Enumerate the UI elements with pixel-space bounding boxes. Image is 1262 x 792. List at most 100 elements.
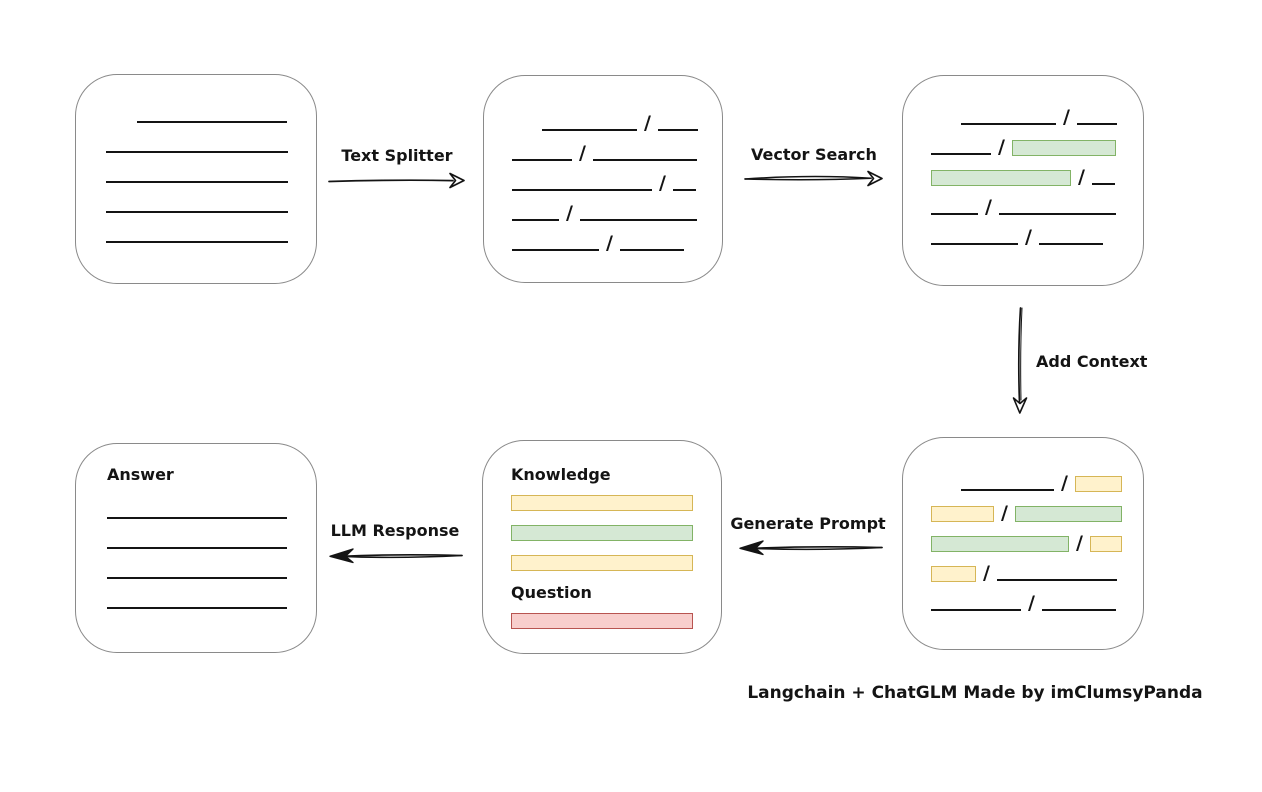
text-line-segment	[996, 579, 1117, 581]
text-line-segment	[106, 151, 288, 153]
text-line-segment	[106, 181, 288, 183]
chunk-separator-slash: /	[1076, 532, 1083, 554]
text-line-segment	[1038, 243, 1103, 245]
text-line-segment	[107, 607, 287, 609]
text-line-segment	[998, 213, 1116, 215]
text-line-segment	[106, 241, 288, 243]
text-line-segment	[512, 189, 652, 191]
knowledge-bars	[511, 493, 721, 571]
chunk-separator-slash: /	[1061, 472, 1068, 494]
text-chunk-row	[511, 553, 721, 571]
chunk-separator-slash: /	[659, 172, 666, 194]
text-line-segment	[512, 159, 572, 161]
llm-response-label: LLM Response	[330, 521, 460, 540]
chunk-separator-slash: /	[1025, 226, 1032, 248]
context-chunk-rows: / / / / /	[931, 472, 1143, 614]
answer-box: Answer	[75, 443, 317, 653]
text-chunk-row: /	[931, 196, 1143, 218]
text-chunk-row	[511, 611, 721, 629]
vector-search-result-box: / / / / /	[902, 75, 1144, 286]
green-highlight-bar	[931, 536, 1069, 552]
green-highlight-bar	[1014, 506, 1122, 522]
text-chunk-row: /	[931, 136, 1143, 158]
answer-label: Answer	[107, 465, 174, 484]
text-line-segment	[579, 219, 697, 221]
text-line-segment	[1076, 123, 1117, 125]
generate-prompt-label: Generate Prompt	[730, 514, 886, 533]
chunk-separator-slash: /	[998, 136, 1005, 158]
text-chunk-row: /	[512, 232, 722, 254]
vector-search-label: Vector Search	[751, 145, 877, 164]
green-highlight-bar	[931, 170, 1071, 186]
text-line-segment	[1091, 183, 1115, 185]
chunk-separator-slash: /	[579, 142, 586, 164]
text-line-segment	[657, 129, 698, 131]
red-highlight-bar	[511, 613, 693, 629]
llm-response-arrow-icon	[329, 548, 463, 564]
text-chunk-row	[511, 493, 721, 511]
text-chunk-row	[107, 502, 316, 520]
chunked-text-box: / / / / /	[483, 75, 723, 283]
prompt-box: Knowledge Question	[482, 440, 722, 654]
answer-lines	[107, 502, 316, 610]
chunk-separator-slash: /	[1063, 106, 1070, 128]
text-chunk-row	[106, 226, 316, 244]
text-line-segment	[542, 129, 637, 131]
question-bar	[511, 611, 721, 629]
context-box: / / / / /	[902, 437, 1144, 650]
yellow-highlight-bar	[931, 566, 976, 582]
text-chunk-row	[106, 166, 316, 184]
chunk-rows: / / / / /	[512, 114, 722, 254]
document-lines	[106, 106, 316, 244]
text-line-segment	[137, 121, 287, 123]
chunk-separator-slash: /	[1078, 166, 1085, 188]
text-line-segment	[961, 123, 1056, 125]
text-chunk-row: /	[512, 114, 722, 133]
chunk-separator-slash: /	[1028, 592, 1035, 614]
text-chunk-row	[107, 592, 316, 610]
text-line-segment	[107, 547, 287, 549]
text-chunk-row: /	[512, 172, 722, 194]
text-chunk-row	[106, 196, 316, 214]
chunk-separator-slash: /	[1001, 502, 1008, 524]
vector-search-arrow-icon	[744, 170, 883, 187]
text-line-segment	[512, 249, 599, 251]
yellow-highlight-bar	[1089, 536, 1122, 552]
document-box	[75, 74, 317, 284]
yellow-highlight-bar	[511, 555, 693, 571]
text-line-segment	[931, 609, 1021, 611]
text-chunk-row: /	[931, 592, 1143, 614]
credit-caption: Langchain + ChatGLM Made by imClumsyPand…	[747, 683, 1203, 703]
knowledge-label: Knowledge	[511, 465, 611, 484]
green-highlight-bar	[1011, 140, 1116, 156]
chunk-separator-slash: /	[566, 202, 573, 224]
generate-prompt-arrow-icon	[739, 540, 883, 556]
text-line-segment	[672, 189, 696, 191]
text-chunk-row: /	[931, 562, 1143, 584]
chunk-separator-slash: /	[985, 196, 992, 218]
text-line-segment	[931, 213, 978, 215]
chunk-separator-slash: /	[983, 562, 990, 584]
text-chunk-row	[106, 136, 316, 154]
text-splitter-arrow-icon	[328, 172, 465, 189]
text-chunk-row	[511, 523, 721, 541]
text-line-segment	[106, 211, 288, 213]
yellow-highlight-bar	[511, 495, 693, 511]
question-label: Question	[511, 583, 592, 602]
text-chunk-row: /	[931, 502, 1143, 524]
text-line-segment	[619, 249, 684, 251]
text-line-segment	[961, 489, 1054, 491]
text-chunk-row	[107, 532, 316, 550]
text-chunk-row: /	[931, 472, 1143, 494]
text-line-segment	[512, 219, 559, 221]
vector-chunk-rows: / / / / /	[931, 106, 1143, 248]
text-chunk-row	[107, 562, 316, 580]
chunk-separator-slash: /	[606, 232, 613, 254]
text-line-segment	[107, 517, 287, 519]
text-chunk-row: /	[931, 532, 1143, 554]
yellow-highlight-bar	[931, 506, 994, 522]
green-highlight-bar	[511, 525, 693, 541]
text-splitter-label: Text Splitter	[341, 146, 453, 165]
text-line-segment	[107, 577, 287, 579]
